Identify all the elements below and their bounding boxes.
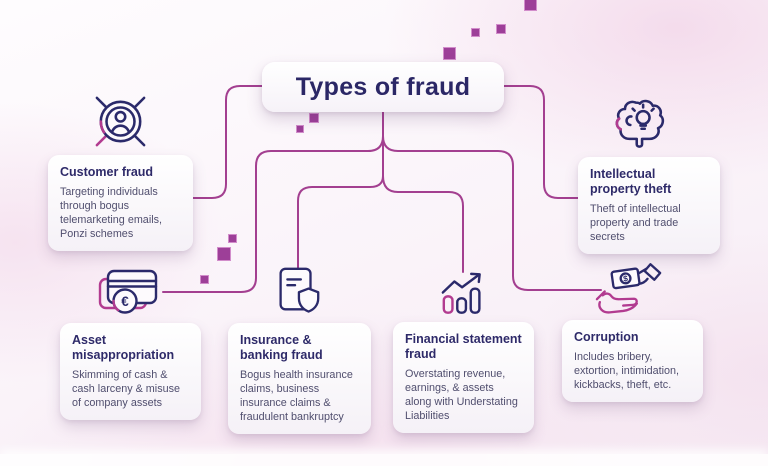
card-description: Skimming of cash & cash larceny & misuse… <box>72 368 181 409</box>
deco-square <box>217 247 231 261</box>
brain-idea-icon <box>615 99 665 148</box>
card-intellectual-property-theft: Intellectual property theft Theft of int… <box>578 157 720 254</box>
card-heading: Financial statement fraud <box>405 332 522 361</box>
card-heading: Insurance & banking fraud <box>240 333 323 362</box>
growth-chart-icon <box>441 272 481 314</box>
card-heading: Asset misappropriation <box>72 333 175 362</box>
deco-square <box>471 28 480 37</box>
connector-asset-misappropriation <box>162 135 384 293</box>
card-heading: Intellectual property theft <box>590 167 672 196</box>
document-shield-icon <box>279 267 320 313</box>
bottom-highlight-strip <box>0 454 768 466</box>
page-title: Types of fraud <box>295 72 471 101</box>
card-insurance-banking-fraud: Insurance & banking fraud Bogus health i… <box>228 323 371 434</box>
credit-card-euro-icon: € <box>98 269 158 314</box>
deco-square <box>228 234 237 243</box>
connector-insurance-banking <box>297 175 384 271</box>
card-heading: Customer fraud <box>60 165 154 179</box>
deco-square <box>200 275 209 284</box>
card-asset-misappropriation: Asset misappropriation Skimming of cash … <box>60 323 201 420</box>
deco-square <box>296 125 304 133</box>
card-description: Theft of intellectual property and trade… <box>590 202 681 243</box>
card-description: Includes bribery, extortion, intimidatio… <box>574 350 680 391</box>
title-box: Types of fraud <box>262 62 504 112</box>
card-description: Overstating revenue, earnings, & assets … <box>405 367 518 422</box>
connector-customer-fraud <box>191 85 263 199</box>
connector-financial-statement <box>382 175 464 273</box>
deco-square <box>443 47 456 60</box>
connector-intellectual-property <box>503 85 579 199</box>
dollar-symbol: $ <box>623 274 629 284</box>
deco-square <box>496 24 506 34</box>
card-description: Bogus health insurance claims, business … <box>240 368 353 423</box>
card-description: Targeting individuals through bogus tele… <box>60 185 163 240</box>
deco-square <box>309 113 319 123</box>
deco-square <box>524 0 537 11</box>
card-financial-statement-fraud: Financial statement fraud Overstating re… <box>393 322 534 433</box>
connector-corruption <box>382 135 602 291</box>
card-customer-fraud: Customer fraud Targeting individuals thr… <box>48 155 193 251</box>
euro-symbol: € <box>121 294 129 309</box>
bribe-hands-icon: $ <box>595 263 662 314</box>
person-target-icon <box>95 96 146 147</box>
card-corruption: Corruption Includes bribery, extortion, … <box>562 320 703 402</box>
card-heading: Corruption <box>574 330 639 344</box>
